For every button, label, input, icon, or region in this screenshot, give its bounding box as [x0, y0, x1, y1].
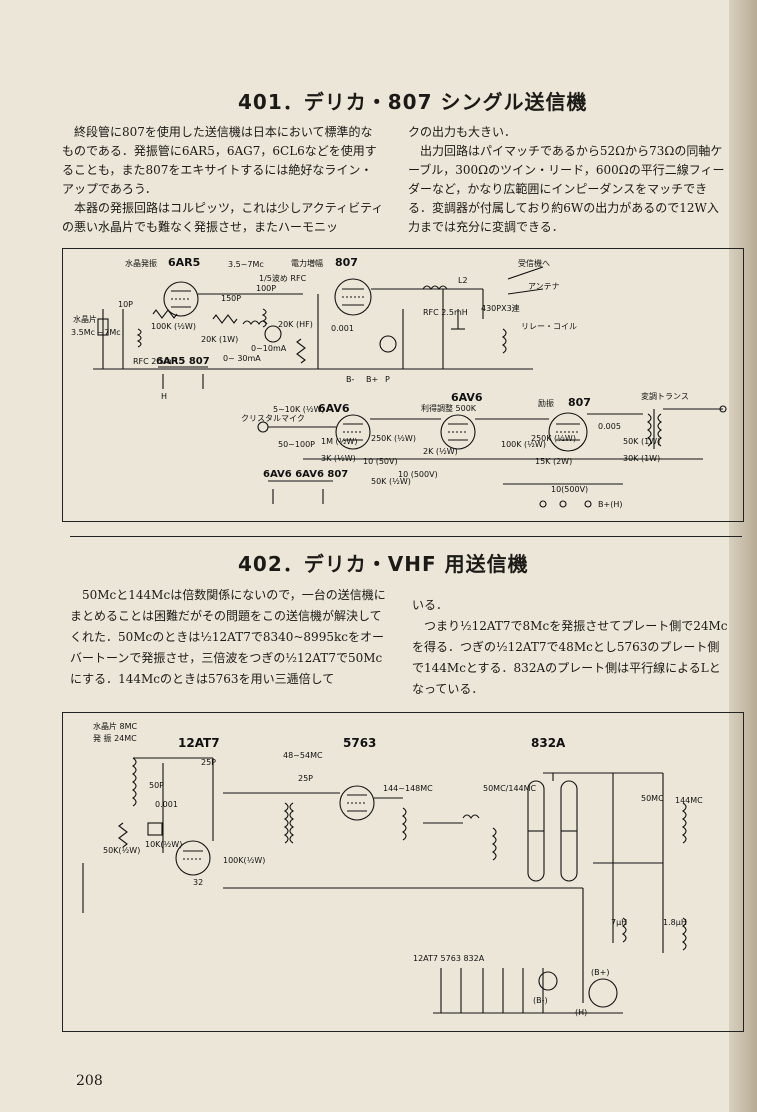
circuit-diagram-401: 水晶発振 6AR5 3.5~7Mc 電力増幅 807 水晶片 3.5Mc ~7M…	[62, 248, 744, 522]
label-b-minus: B-	[346, 375, 354, 384]
label-heater-tubes: 12AT7 5763 832A	[413, 954, 485, 963]
label-to-receiver: 受信機へ	[518, 258, 550, 268]
label-50k: 50K(½W)	[103, 846, 140, 855]
label-r30k: 30K (1W)	[623, 454, 660, 463]
label-r100k2: 100K (½W)	[501, 440, 546, 449]
label-antenna: アンテナ	[528, 282, 560, 291]
label-driver: 励振	[538, 398, 554, 408]
label-50p: 50P	[149, 781, 164, 790]
label-100k: 100K(½W)	[223, 856, 265, 865]
label-18uh: 1.8μH	[663, 918, 687, 927]
section-divider	[70, 536, 742, 537]
label-c50p: 50~100P	[278, 440, 315, 449]
schematic-807-transmitter: 水晶発振 6AR5 3.5~7Mc 電力増幅 807 水晶片 3.5Mc ~7M…	[71, 256, 727, 509]
label-rfc2: RFC 2.5mH	[423, 308, 468, 317]
label-rfc-mark: 1/5波め RFC	[259, 273, 307, 283]
section-402-paragraph-1: 50Mcと144Mcは倍数関係にないので，一台の送信機にまとめることは困難だがそ…	[70, 588, 386, 686]
label-meter: 0~10mA	[251, 344, 287, 353]
page-number: 208	[76, 1073, 103, 1089]
label-final: 電力増幅	[291, 258, 323, 268]
label-relay: リレー・コイル	[521, 322, 577, 331]
label-c0005: 0.005	[598, 422, 621, 431]
label-bplus: (B+)	[591, 968, 609, 977]
label-7uh: 7μH	[611, 918, 627, 927]
label-rfc1: RFC 2.5mH	[133, 357, 178, 366]
label-gain: 利得調整 500K	[421, 403, 477, 413]
section-402-column-2: いる． つまり½12AT7で8Mcを発振させてプレート側で24Mcを得る．つぎの…	[412, 595, 730, 700]
label-range2: 144~148MC	[383, 784, 433, 793]
label-150p: 150P	[221, 294, 241, 303]
label-p: P	[385, 375, 390, 384]
section-401-title: 401．デリカ・807 シングル送信機	[238, 90, 588, 114]
label-r2k: 2K (½W)	[423, 447, 458, 456]
label-bminus: (B-)	[533, 996, 548, 1005]
label-6ar5: 6AR5	[168, 256, 200, 269]
label-r50k: 50K (½W)	[371, 477, 411, 486]
label-c10-50v: 10 (50V)	[363, 457, 398, 466]
label-25p2: 25P	[298, 774, 313, 783]
label-10k: 10K(½W)	[145, 840, 182, 849]
label-osc-24mc: 発 振 24MC	[93, 733, 137, 743]
label-heater-tubes: 6AR5 807	[156, 356, 210, 367]
label-crystal: 水晶片	[73, 314, 97, 324]
label-807: 807	[335, 256, 358, 269]
section-402-title: 402．デリカ・VHF 用送信機	[238, 552, 529, 576]
label-b-plus: B+	[366, 375, 378, 384]
label-50mc: 50MC	[641, 794, 664, 803]
label-100p: 100P	[256, 284, 276, 293]
label-5763: 5763	[343, 736, 376, 750]
section-402-paragraph-3: つまり½12AT7で8Mcを発振させてプレート側で24Mcを得る．つぎの½12A…	[412, 619, 728, 696]
label-crystal-freq: 3.5Mc ~7Mc	[71, 328, 121, 337]
label-r5: 5~10K (½W)	[273, 405, 325, 414]
label-mod-trans: 変調トランス	[641, 391, 689, 401]
label-r3k: 3K (½W)	[321, 454, 356, 463]
label-32: 32	[193, 878, 203, 887]
section-401-column-2: クの出力も大きい． 出力回路はパイマッチであるから52Ωから73Ωの同軸ケーブル…	[408, 123, 730, 237]
label-h: (H)	[575, 1008, 587, 1017]
label-range3: 50MC/144MC	[483, 784, 537, 793]
label-mic: クリスタルマイク	[241, 414, 305, 423]
section-402-paragraph-2: いる．	[412, 598, 449, 612]
label-c10-500v: 10 (500V)	[398, 470, 438, 479]
label-25p: 25P	[201, 758, 216, 767]
section-401-paragraph-2: 本器の発振回路はコルピッツ，これは少しアクティビティの悪い水晶片でも難なく発振さ…	[62, 201, 384, 234]
label-r1m: 1M (½W)	[321, 437, 357, 446]
label-430p: 430PX3連	[481, 303, 520, 313]
label-mod2: 6AV6	[451, 391, 483, 404]
label-crystal-8mc: 水晶片 8MC	[93, 721, 138, 731]
label-l2: L2	[458, 276, 468, 285]
label-r250k2: 250K (½W)	[531, 434, 576, 443]
label-heater-tubes2: 6AV6 6AV6 807	[263, 469, 348, 480]
label-10p: 10P	[118, 300, 133, 309]
section-401-column-1: 終段管に807を使用した送信機は日本において標準的なものである．発振管に6AR5…	[62, 123, 384, 237]
label-osc: 水晶発振	[125, 258, 157, 268]
label-20k-1w: 20K (1W)	[201, 335, 238, 344]
section-401-paragraph-4: 出力回路はパイマッチであるから52Ωから73Ωの同軸ケーブル，300Ωのツイン・…	[408, 144, 725, 234]
section-401-paragraph-1: 終段管に807を使用した送信機は日本において標準的なものである．発振管に6AR5…	[62, 125, 377, 196]
label-832a: 832A	[531, 736, 566, 750]
label-100k: 100K (½W)	[151, 322, 196, 331]
label-mod3: 807	[568, 396, 591, 409]
label-20k-hf: 20K (HF)	[278, 320, 313, 329]
label-meter2: 0~ 30mA	[223, 354, 261, 363]
label-r15k: 15K (2W)	[535, 457, 572, 466]
label-r250k: 250K (½W)	[371, 434, 416, 443]
label-freq: 3.5~7Mc	[228, 260, 264, 269]
section-402-column-1: 50Mcと144Mcは倍数関係にないので，一台の送信機にまとめることは困難だがそ…	[70, 585, 388, 690]
label-0001: 0.001	[331, 324, 354, 333]
section-401-paragraph-3: クの出力も大きい．	[408, 125, 517, 139]
label-mod1: 6AV6	[318, 402, 350, 415]
label-144mc: 144MC	[675, 796, 703, 805]
label-0001: 0.001	[155, 800, 178, 809]
label-range1: 48~54MC	[283, 751, 323, 760]
label-bplus-h: B+(H)	[598, 500, 622, 509]
label-12at7: 12AT7	[178, 736, 220, 750]
label-h: H	[161, 392, 167, 401]
schematic-vhf-transmitter: 水晶片 8MC 発 振 24MC 12AT7 5763 832A 25P 50P…	[82, 721, 703, 1017]
label-c10-500v2: 10(500V)	[551, 485, 588, 494]
circuit-diagram-402: 水晶片 8MC 発 振 24MC 12AT7 5763 832A 25P 50P…	[62, 712, 744, 1032]
label-r50k1w: 50K (1W)	[623, 437, 660, 446]
